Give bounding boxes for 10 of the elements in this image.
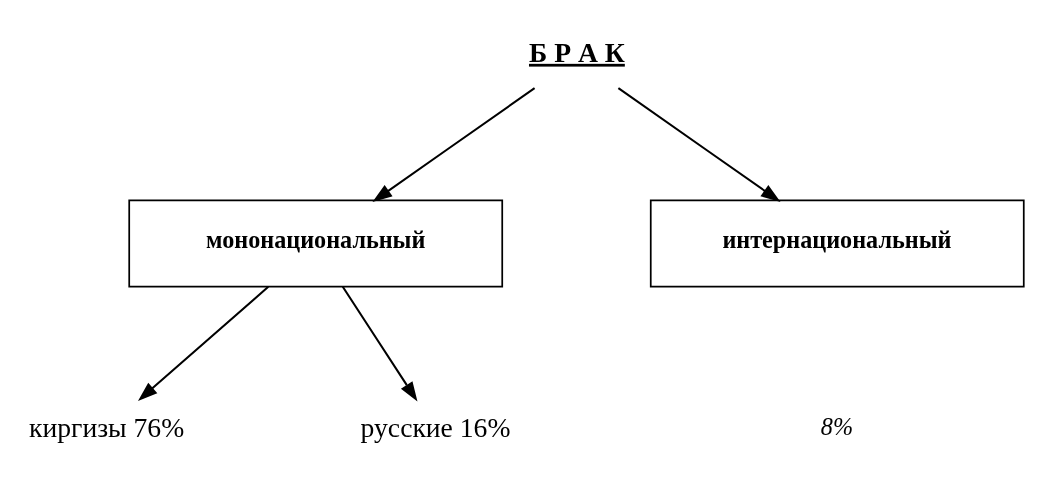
arrow: [617, 86, 781, 202]
node-box: интернациональный: [649, 198, 1025, 288]
node-box: мононациональный: [128, 198, 504, 288]
node-text: русские 16%: [360, 411, 511, 443]
label: 8%: [820, 412, 854, 440]
arrow: [138, 285, 269, 401]
node-text: киргизы 76%: [29, 411, 185, 443]
node-text: Б Р А К: [529, 36, 625, 68]
arrow: [372, 86, 536, 202]
arrow: [341, 285, 418, 401]
